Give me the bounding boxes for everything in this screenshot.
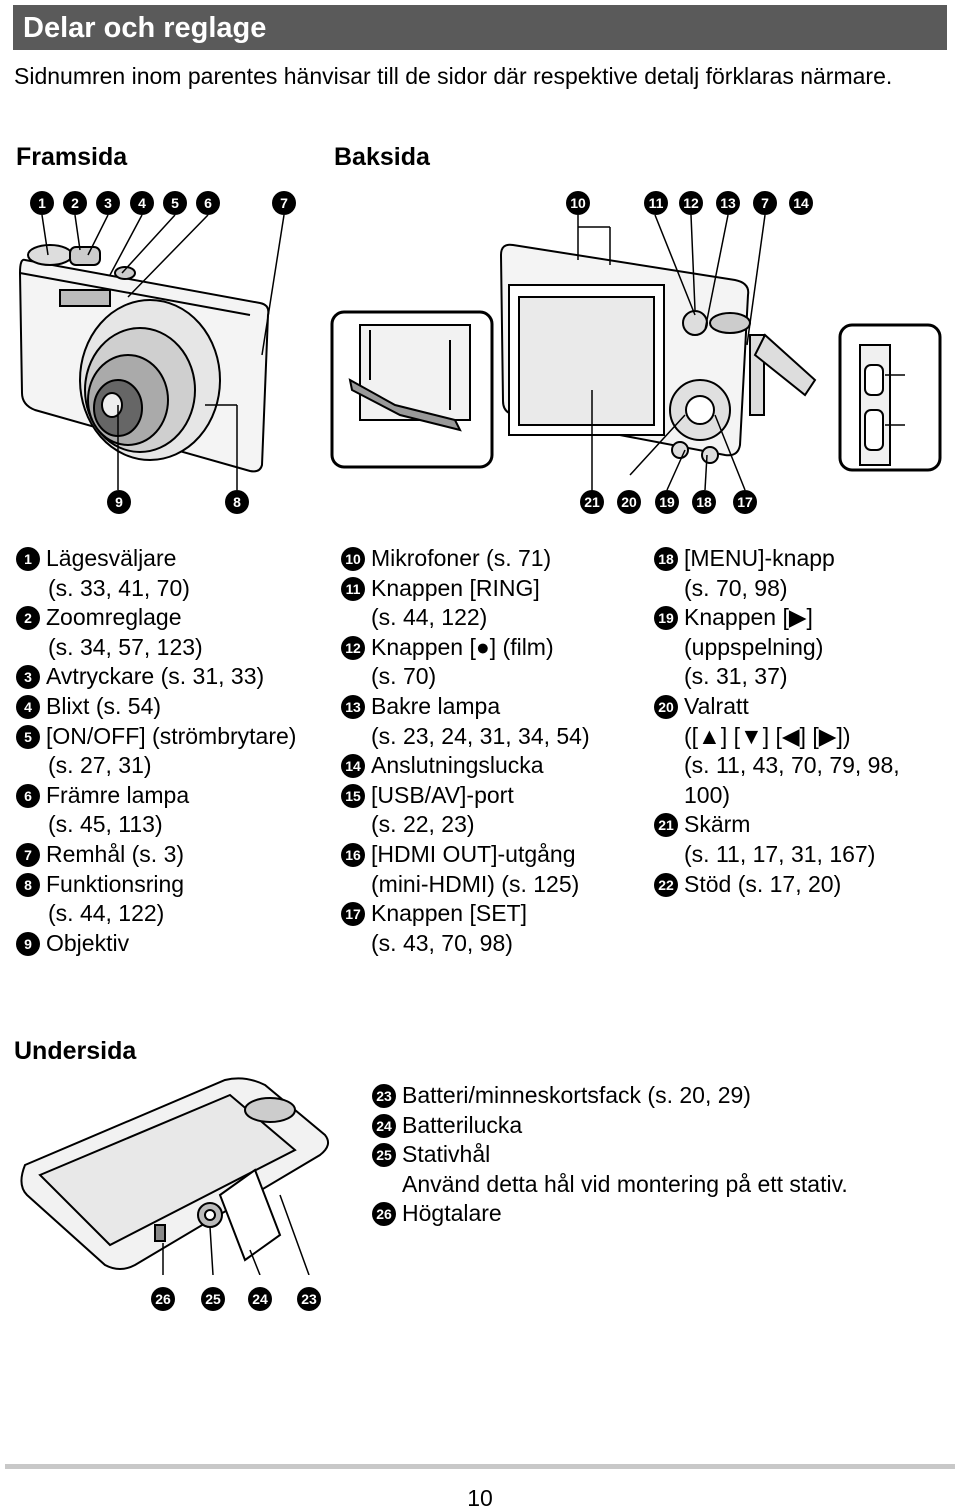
callout-6: 6 [196, 191, 220, 215]
front-camera-illustration [18, 215, 285, 490]
callout-10: 10 [566, 191, 590, 215]
part-item: 5[ON/OFF] (strömbrytare)(s. 27, 31) [16, 722, 296, 781]
bottom-camera-illustration [20, 1077, 330, 1275]
page-number: 10 [467, 1485, 493, 1511]
callout-18: 18 [692, 490, 716, 514]
footer-divider [5, 1464, 955, 1469]
callout-11: 11 [644, 191, 668, 215]
stand-inset-illustration [330, 310, 494, 469]
callout-17: 17 [733, 490, 757, 514]
callout-26: 26 [151, 1287, 175, 1311]
back-camera-illustration [499, 215, 766, 495]
callout-23: 23 [297, 1287, 321, 1311]
callout-13: 13 [716, 191, 740, 215]
callout-9: 9 [107, 490, 131, 514]
section-title: Delar och reglage [23, 12, 267, 44]
callout-12: 12 [679, 191, 703, 215]
callout-21: 21 [580, 490, 604, 514]
callout-19: 19 [655, 490, 679, 514]
callout-1: 1 [30, 191, 54, 215]
back-heading: Baksida [334, 143, 430, 171]
part-item: 16[HDMI OUT]-utgång(mini-HDMI) (s. 125) [341, 840, 590, 899]
bottom-heading: Undersida [14, 1037, 137, 1065]
callout-20: 20 [617, 490, 641, 514]
front-heading: Framsida [16, 143, 128, 171]
callout-3: 3 [96, 191, 120, 215]
callout-5: 5 [163, 191, 187, 215]
part-item: 15[USB/AV]-port(s. 22, 23) [341, 781, 590, 840]
part-item: 18[MENU]-knapp(s. 70, 98) [654, 544, 900, 603]
callout-4: 4 [130, 191, 154, 215]
callout-24: 24 [248, 1287, 272, 1311]
callout-14: 14 [789, 191, 813, 215]
connector-cover-illustration [753, 323, 942, 472]
intro-text: Sidnumren inom parentes hänvisar till de… [14, 63, 893, 89]
callout-8: 8 [225, 490, 249, 514]
callout-2: 2 [63, 191, 87, 215]
section-header: Delar och reglage [13, 5, 947, 50]
callout-7: 7 [272, 191, 296, 215]
callout-25: 25 [201, 1287, 225, 1311]
callout-7b: 7 [753, 191, 777, 215]
